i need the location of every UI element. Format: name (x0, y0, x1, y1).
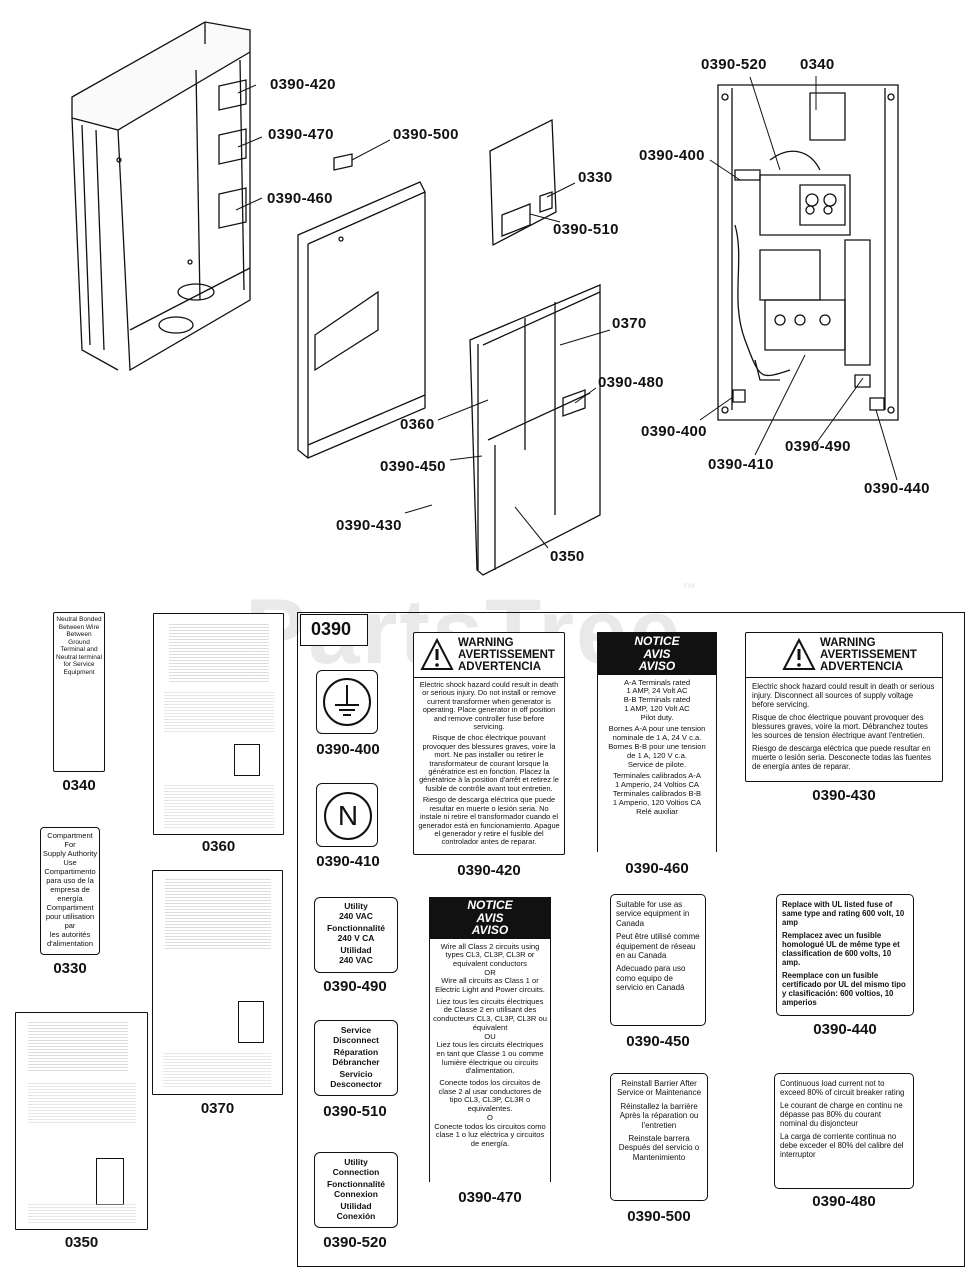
ground-symbol-icon (323, 678, 371, 726)
decal-0390-410: N (316, 783, 378, 847)
decal-0390-480: Continuous load current not to exceed 80… (774, 1073, 914, 1189)
label-0390-420: 0390-420 (457, 862, 521, 879)
label-0390-500: 0390-500 (627, 1208, 691, 1225)
label-0390-410: 0390-410 (316, 853, 380, 870)
callout-0330: 0330 (578, 169, 613, 186)
callout-0390-470: 0390-470 (268, 126, 334, 143)
callout-0390-420: 0390-420 (270, 76, 336, 93)
transfer-switch-panel-drawing (717, 84, 899, 421)
label-0390-470: 0390-470 (458, 1189, 522, 1206)
callout-0390-510: 0390-510 (553, 221, 619, 238)
dead-front-cover-drawing (297, 181, 426, 459)
label-0390-460: 0390-460 (625, 860, 689, 877)
callout-0390-480: 0390-480 (598, 374, 664, 391)
exploded-view-drawing (71, 21, 899, 576)
decal-group-0390 (297, 612, 965, 1267)
label-0340: 0340 (62, 777, 96, 794)
decal-0370 (152, 870, 283, 1095)
warning-triangle-icon (420, 638, 454, 670)
callout-0390-520: 0390-520 (701, 56, 767, 73)
leader-lines (235, 76, 898, 549)
label-0350: 0350 (64, 1234, 99, 1251)
label-0390-480: 0390-480 (812, 1193, 876, 1210)
callout-0390-400-bottom: 0390-400 (641, 423, 707, 440)
enclosure-drawing (71, 21, 251, 372)
callout-0350: 0350 (550, 548, 585, 565)
barrier-drawing (489, 118, 557, 247)
label-0390-490: 0390-490 (323, 978, 387, 995)
group-label-0390: 0390 (300, 614, 368, 646)
decal-0360 (153, 613, 284, 835)
callout-0390-490: 0390-490 (785, 438, 851, 455)
callout-0360: 0360 (400, 416, 435, 433)
callout-0370: 0370 (612, 315, 647, 332)
decal-0390-500: Reinstall Barrier After Service or Maint… (610, 1073, 708, 1201)
label-0390-510: 0390-510 (323, 1103, 387, 1120)
callout-0390-400-top: 0390-400 (639, 147, 705, 164)
neutral-n-icon: N (324, 792, 372, 840)
callout-0390-500: 0390-500 (393, 126, 459, 143)
callout-0390-450: 0390-450 (380, 458, 446, 475)
label-0370: 0370 (200, 1100, 235, 1117)
label-0390-440: 0390-440 (813, 1021, 877, 1038)
label-0360: 0360 (201, 838, 236, 855)
callout-0390-430: 0390-430 (336, 517, 402, 534)
decal-0350 (15, 1012, 148, 1230)
warning-triangle-icon (782, 638, 816, 670)
callout-0390-410: 0390-410 (708, 456, 774, 473)
callout-0390-440: 0390-440 (864, 480, 930, 497)
label-0330: 0330 (53, 960, 87, 977)
callout-0340: 0340 (800, 56, 835, 73)
label-0390-520: 0390-520 (323, 1234, 387, 1251)
decal-0390-450: Suitable for use as service equipment in… (610, 894, 706, 1026)
label-0390-430: 0390-430 (812, 787, 876, 804)
decal-0340: Neutral Bonded Between Wire Between Grou… (53, 612, 105, 772)
label-0390-450: 0390-450 (626, 1033, 690, 1050)
callout-0390-460: 0390-460 (267, 190, 333, 207)
decal-0390-400 (316, 670, 378, 734)
label-0390-400: 0390-400 (316, 741, 380, 758)
decal-0390-440: Replace with UL listed fuse of same type… (776, 894, 914, 1016)
label-0390-500-drawing (333, 153, 353, 171)
